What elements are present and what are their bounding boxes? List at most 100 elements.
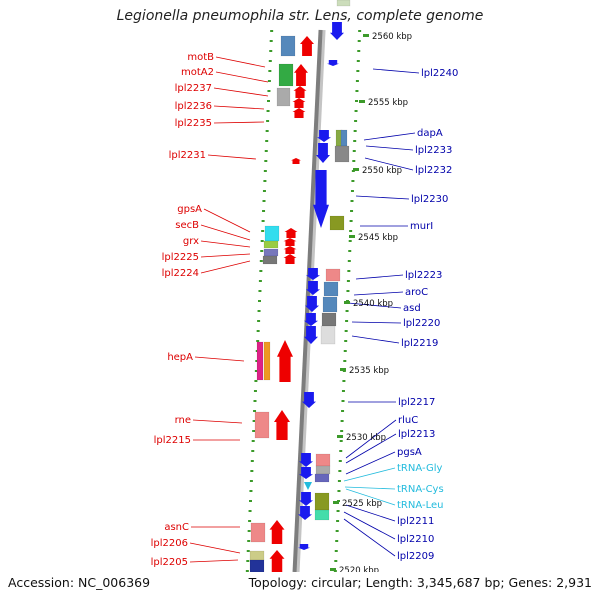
gene-label-motb: motB — [187, 52, 214, 63]
gene-arrow-reverse — [316, 143, 330, 163]
leader-line — [355, 274, 404, 280]
kbp-tick-label: 2520 kbp — [339, 566, 379, 572]
guide-dot — [357, 40, 361, 42]
leader-line — [344, 486, 396, 490]
gene-arrow-reverse — [298, 506, 312, 520]
guide-dot — [354, 120, 358, 122]
kbp-tick-label: 2540 kbp — [353, 299, 393, 309]
guide-dot — [265, 140, 269, 142]
gene-label-lpl2217: lpl2217 — [398, 397, 435, 408]
kbp-tick-mark — [349, 235, 355, 238]
gene-block — [250, 522, 266, 543]
guide-dot — [253, 400, 257, 402]
guide-dot — [354, 110, 358, 112]
kbp-tick-label: 2530 kbp — [346, 433, 386, 443]
trna-marker — [304, 482, 312, 490]
kbp-tick-label: 2535 kbp — [349, 366, 389, 376]
gene-block — [256, 341, 264, 381]
guide-dot — [342, 380, 346, 382]
leader-line — [343, 518, 396, 557]
guide-dot — [348, 240, 352, 242]
guide-dot — [343, 360, 347, 362]
guide-dot — [262, 210, 266, 212]
guide-dot — [356, 70, 360, 72]
guide-dot — [246, 550, 250, 552]
genome-map: motBmotA2lpl2237lpl2236lpl2235lpl2231gps… — [151, 0, 458, 572]
guide-dot — [251, 440, 255, 442]
gene-block — [323, 281, 339, 297]
gene-label-lpl2233: lpl2233 — [415, 145, 452, 156]
kbp-tick-mark — [359, 100, 365, 103]
gene-label-lpl2240: lpl2240 — [421, 68, 458, 79]
guide-dot — [245, 570, 249, 572]
guide-dot — [343, 350, 347, 352]
guide-dot — [263, 180, 267, 182]
guide-dot — [253, 390, 257, 392]
gene-block — [280, 35, 296, 57]
leader-line — [215, 56, 266, 68]
gene-block — [254, 411, 270, 439]
gene-arrow-forward — [283, 246, 297, 254]
guide-dot — [263, 170, 267, 172]
gene-arrow-forward — [300, 36, 314, 56]
guide-dot — [261, 230, 265, 232]
gene-arrow-reverse — [306, 281, 320, 295]
kbp-tick-mark — [330, 568, 336, 571]
guide-dot — [344, 330, 348, 332]
guide-dot — [248, 520, 252, 522]
guide-dot — [341, 400, 345, 402]
leader-line — [200, 240, 251, 248]
guide-dot — [355, 100, 358, 102]
gene-label-lpl2210: lpl2210 — [397, 534, 434, 545]
kbp-tick-mark — [353, 168, 359, 171]
leader-line — [343, 467, 396, 482]
gene-block — [263, 341, 271, 381]
gene-block — [315, 465, 331, 475]
guide-dot — [267, 80, 271, 82]
gene-block — [315, 453, 331, 467]
gene-block — [336, 0, 351, 7]
guide-dot — [260, 250, 264, 252]
guide-dot — [349, 220, 353, 222]
guide-dot — [249, 500, 252, 502]
gene-block — [320, 325, 336, 345]
kbp-tick-mark — [337, 435, 343, 438]
gene-arrow-reverse — [317, 130, 331, 142]
guide-dot — [338, 460, 342, 462]
guide-dot — [352, 150, 356, 152]
gene-label-mota2: motA2 — [181, 67, 214, 78]
kbp-tick-mark — [333, 501, 339, 504]
gene-block — [263, 240, 279, 249]
guide-dot — [254, 370, 258, 372]
guide-dot — [355, 80, 359, 82]
guide-dot — [350, 200, 354, 202]
leader-line — [345, 488, 396, 506]
gene-label-lpl2205: lpl2205 — [151, 557, 188, 568]
guide-dot — [267, 100, 270, 102]
gene-block — [314, 473, 330, 483]
guide-dot — [334, 550, 338, 552]
gene-label-pgsa: pgsA — [397, 447, 422, 458]
guide-dot — [247, 530, 251, 532]
leader-line — [355, 195, 410, 200]
guide-dot — [249, 490, 253, 492]
accession-text: Accession: NC_006369 — [8, 575, 151, 590]
guide-dot — [261, 220, 265, 222]
guide-dot — [250, 460, 254, 462]
guide-dot — [350, 210, 354, 212]
gene-label-muri: murI — [410, 221, 433, 232]
gene-arrow-forward — [269, 520, 285, 544]
gene-label-lpl2232: lpl2232 — [415, 165, 452, 176]
gene-arrow-forward — [292, 108, 306, 118]
guide-dot — [250, 470, 254, 472]
leader-line — [351, 321, 402, 324]
gene-arrow-forward — [283, 238, 297, 246]
gene-arrow-forward — [284, 228, 298, 238]
gene-arrow-reverse — [305, 296, 319, 312]
guide-dot — [353, 140, 357, 142]
gene-block — [249, 550, 265, 561]
gene-block — [325, 268, 341, 282]
gene-block — [249, 559, 265, 572]
guide-dot — [339, 450, 343, 452]
